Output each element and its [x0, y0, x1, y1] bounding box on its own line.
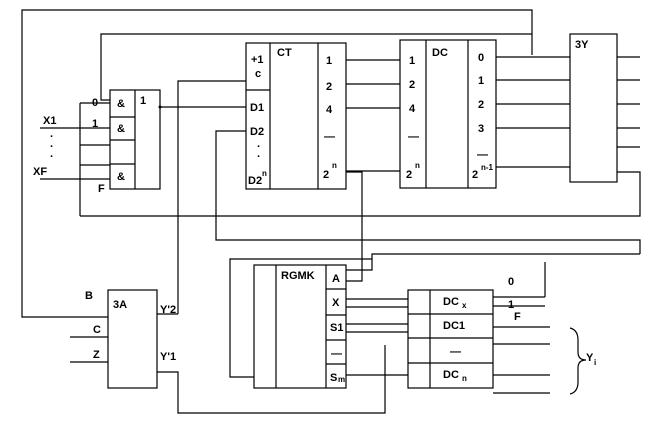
rgmk-field-s1: S1: [330, 322, 343, 334]
addr-out-y2: Y'2: [160, 304, 176, 316]
fd-dcx-sub: x: [462, 301, 467, 310]
outputs-label: Y: [586, 352, 594, 364]
dc-out-n: 2: [472, 169, 478, 181]
dc-out-2: 2: [478, 99, 484, 111]
ct-out-2: 2: [326, 81, 332, 93]
mux-input-f: F: [98, 183, 105, 195]
addr-in-z: Z: [93, 349, 100, 361]
fd-const-1: 1: [508, 299, 514, 311]
wire-rgmk-left: [229, 258, 372, 378]
ct-out-dash: —: [324, 131, 335, 143]
rgmk-field-dash: —: [331, 348, 342, 360]
ct-out-2n: 2: [323, 169, 329, 181]
rgmk-field-a: A: [332, 273, 340, 285]
dc-out-dash: —: [477, 149, 488, 161]
cu-title: 3Y: [575, 39, 589, 51]
rgmk-field-x: X: [332, 297, 340, 309]
ct-out-4: 4: [326, 104, 333, 116]
dc-out-n-sup: n-1: [481, 163, 494, 172]
rgmk-field-sm-sub: m: [338, 375, 345, 384]
counter-block: [245, 42, 347, 190]
dc-out-0: 0: [478, 52, 484, 64]
rgmk-field-sm: S: [330, 372, 337, 384]
ct-out-2n-sup: n: [332, 161, 337, 170]
dc-out-3: 3: [478, 123, 484, 135]
ellipsis-2: ·: [50, 141, 54, 153]
fd-const-0: 0: [508, 276, 514, 288]
decoder-block: [399, 39, 497, 189]
wire-loop-2: [100, 33, 532, 101]
wire-y2-to-inc: [177, 80, 246, 314]
addr-in-c: C: [93, 324, 101, 336]
fd-dcx: DC: [443, 296, 459, 308]
dc-title: DC: [432, 47, 448, 59]
junction-dot: [158, 105, 162, 109]
dc-in-2n-sup: n: [415, 161, 420, 170]
mux-input-0: 0: [92, 97, 98, 109]
ct-title: CT: [277, 47, 292, 59]
ct-d2n-sup: n: [262, 169, 267, 178]
fd-dcn: DC: [443, 369, 459, 381]
outputs-label-sub: i: [594, 358, 596, 367]
ct-dots-1: ·: [257, 141, 261, 153]
ellipsis-3: ·: [50, 151, 54, 163]
ellipsis-1: ·: [50, 131, 54, 143]
fd-dcn-sub: n: [462, 374, 467, 383]
dc-in-2: 2: [409, 79, 415, 91]
fd-dc1: DC1: [443, 320, 465, 332]
ct-d2: D2: [250, 126, 264, 138]
or-label: 1: [140, 95, 146, 107]
fd-dash: —: [450, 346, 461, 358]
field-decoders-block: [407, 289, 494, 389]
wire-y1: [157, 345, 386, 414]
outputs-brace: [569, 327, 587, 395]
addr-title: 3A: [113, 299, 127, 311]
and-label-1: &: [117, 98, 125, 110]
addr-unit-block: [107, 289, 158, 389]
control-unit-block: [569, 33, 618, 183]
dc-in-2n: 2: [406, 169, 412, 181]
ct-out-1: 1: [326, 55, 332, 67]
addr-in-b: B: [85, 290, 93, 302]
ct-dots-2: ·: [257, 151, 261, 163]
mux-input-1: 1: [92, 118, 98, 130]
input-x1: X1: [43, 115, 56, 127]
dc-in-1: 1: [409, 55, 415, 67]
wire-d2-feed: [215, 130, 641, 254]
rgmk-block: [253, 264, 347, 389]
ct-clk: c: [255, 68, 261, 80]
rgmk-title: RGMK: [281, 270, 315, 282]
ct-d2n: D2: [248, 175, 262, 187]
and-label-2: &: [117, 123, 125, 135]
dc-out-1: 1: [478, 75, 484, 87]
addr-out-y1: Y'1: [160, 351, 176, 363]
wire-3y-to-rgmk: [346, 253, 640, 271]
wire-top-loop: [21, 9, 533, 318]
dc-in-dash: —: [408, 131, 419, 143]
and-label-3: &: [117, 171, 125, 183]
wire-3y-bottom-loop: [80, 171, 641, 217]
dc-in-4: 4: [409, 103, 416, 115]
ct-d1: D1: [250, 102, 264, 114]
input-xf: XF: [33, 166, 47, 178]
ct-inc: +1: [251, 54, 264, 66]
fd-const-f: F: [514, 311, 521, 323]
